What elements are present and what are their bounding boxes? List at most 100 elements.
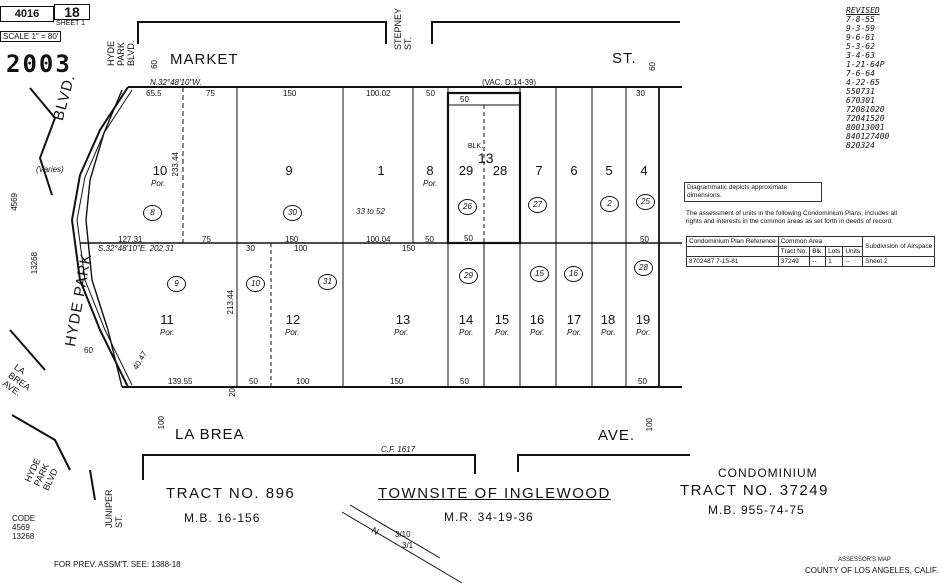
assessment-note: The assessment of units in the following… xyxy=(686,210,897,225)
dim-bottom: 50 xyxy=(460,377,469,386)
dim-mid: 50 xyxy=(640,235,649,244)
col-header: Subdivision of Airspace xyxy=(862,236,936,257)
parcel-number: 29 xyxy=(459,268,478,284)
diagram-note: Diagrammatic depicts approximate dimensi… xyxy=(684,182,822,202)
condo-label: CONDOMINIUM xyxy=(718,466,818,480)
revised-list: REVISED 7-8-55 9-3-59 9-6-61 5-3-62 3-4-… xyxy=(846,6,889,150)
parcel-number: 9 xyxy=(167,276,186,292)
revised-title: REVISED xyxy=(846,6,880,15)
dim-mid: 127.31 xyxy=(118,235,143,244)
footer-assessor: ASSESSOR'S MAP xyxy=(838,557,891,563)
street-stepney: STEPNEY ST. xyxy=(393,8,413,50)
market-st-north-line xyxy=(137,21,387,44)
north-arrow-sub: 3/1 xyxy=(402,541,414,550)
revised-date: 72041520 xyxy=(846,114,885,123)
dim-bottom: 50 xyxy=(249,377,258,386)
dim-top: 65.5 xyxy=(146,89,162,98)
parcel-number: 16 xyxy=(564,266,583,282)
depth-north: 233.44 xyxy=(171,152,180,177)
dim-100: 100 xyxy=(645,418,654,432)
dim-top: 75 xyxy=(206,89,215,98)
dim-top: 30 xyxy=(636,89,645,98)
dim-60: 60 xyxy=(150,60,159,69)
dim-mid: 30 xyxy=(246,244,255,253)
dim-bottom: 100 xyxy=(296,377,310,386)
la-brea-south-line-east xyxy=(517,454,690,472)
lot-por: Por. xyxy=(160,328,175,337)
lot-number: 4 xyxy=(640,163,648,178)
lot-number: 15 xyxy=(494,312,510,327)
lot-number: 5 xyxy=(605,163,613,178)
col-header: Tract No. xyxy=(777,246,811,257)
code-box: CODE 4569 13268 xyxy=(12,514,35,541)
page-number: 18 xyxy=(54,4,90,20)
lot-por: Por. xyxy=(530,328,545,337)
market-st-north-line-east xyxy=(431,21,680,44)
tract-37249: TRACT NO. 37249 xyxy=(680,482,829,499)
table-cell: 1 xyxy=(825,256,844,267)
lot-por: Por. xyxy=(601,328,616,337)
dim-top: 50 xyxy=(426,89,435,98)
parcel-number: 8 xyxy=(143,205,162,221)
scale-label: SCALE 1" = 80' xyxy=(0,31,62,42)
vac-note: (VAC. D.14-39) xyxy=(482,78,537,87)
lot-por: Por. xyxy=(459,328,474,337)
street-la-brea: LA BREA xyxy=(175,426,245,443)
dim-13268: 13268 xyxy=(30,252,39,275)
footer-prev: FOR PREV. ASSM'T. SEE: 1388-18 xyxy=(54,560,181,569)
lot-number: 12 xyxy=(285,312,301,327)
col-header: Units xyxy=(842,246,864,257)
code-2: 13268 xyxy=(12,532,35,541)
lot-number: 29 xyxy=(458,163,474,178)
street-market-st: ST. xyxy=(612,50,637,67)
dim-mid: 75 xyxy=(202,235,211,244)
townsite-mr: M.R. 34-19-36 xyxy=(444,510,534,524)
lot-por: Por. xyxy=(636,328,651,337)
parcel-number: 26 xyxy=(458,199,477,215)
dim-4569: 4569 xyxy=(10,193,19,211)
la-brea-ave-west-line xyxy=(11,414,71,471)
street-juniper: JUNIPER ST. xyxy=(104,489,124,528)
revised-date: 840127400 xyxy=(846,132,890,141)
map-number: 2003 xyxy=(6,50,72,78)
lot-number: 9 xyxy=(285,163,293,178)
parcel-number: 15 xyxy=(530,266,549,282)
dim-mid: 150 xyxy=(285,235,299,244)
code-label: CODE xyxy=(12,514,36,523)
tract-896: TRACT NO. 896 xyxy=(166,485,296,502)
lot-number: 16 xyxy=(529,312,545,327)
lot-number: 14 xyxy=(458,312,474,327)
table-cell: -- xyxy=(809,256,827,267)
revised-date: 1-21-64P xyxy=(846,60,885,69)
dim-top: 150 xyxy=(283,89,297,98)
la-brea-south-line-west xyxy=(142,454,476,480)
lot-number: 18 xyxy=(600,312,616,327)
hyde-park-blvd-west-line-lower xyxy=(9,329,46,371)
revised-date: 5-3-62 xyxy=(846,42,875,51)
code-1: 4569 xyxy=(12,523,30,532)
revised-date: 820324 xyxy=(846,141,875,150)
book-number: 4016 xyxy=(0,6,54,22)
block-number: 13 xyxy=(478,150,494,166)
dim-mid: 100 xyxy=(294,244,308,253)
bearing-top: N.32°48'10"W. xyxy=(150,78,202,87)
parcel-number: 31 xyxy=(318,274,337,290)
block-label: BLK. xyxy=(468,143,484,150)
col-header: Lots xyxy=(825,246,844,257)
lot-number: 11 xyxy=(160,312,174,327)
revised-date: 9-3-59 xyxy=(846,24,875,33)
dim-bottom: 50 xyxy=(638,377,647,386)
parcel-number: 10 xyxy=(246,276,265,292)
revised-date: 4-22-65 xyxy=(846,78,880,87)
lot-number: 1 xyxy=(377,163,385,178)
hyde-park-blvd-east-line xyxy=(70,86,129,388)
dim-mid: 150 xyxy=(402,244,416,253)
dim-bottom: 150 xyxy=(390,377,404,386)
lot-por: Por. xyxy=(495,328,510,337)
col-header xyxy=(686,246,779,257)
lot-number: 6 xyxy=(570,163,578,178)
lot-number: 10 xyxy=(152,163,168,178)
lot-number: 17 xyxy=(566,312,582,327)
lot-number: 13 xyxy=(395,312,411,327)
